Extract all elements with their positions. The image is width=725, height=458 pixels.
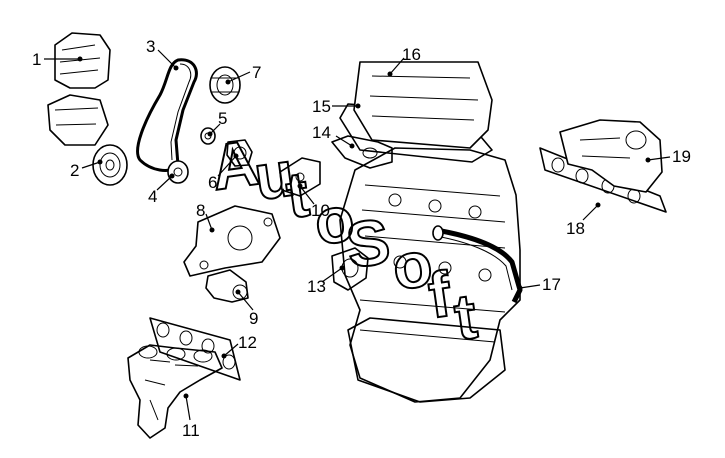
part-10-bracket bbox=[279, 157, 321, 197]
engine-block bbox=[339, 147, 521, 403]
watermark-letter: S bbox=[342, 205, 394, 282]
callout-14: 14 bbox=[312, 123, 331, 142]
callout-6: 6 bbox=[208, 173, 217, 192]
callout-18: 18 bbox=[566, 219, 585, 238]
callout-9: 9 bbox=[249, 309, 258, 328]
callout-16: 16 bbox=[402, 45, 421, 64]
part-12-gasket bbox=[149, 317, 241, 381]
leaders bbox=[44, 49, 671, 421]
callout-10: 10 bbox=[311, 201, 330, 220]
callout-12: 12 bbox=[238, 333, 257, 352]
part-3-timing-belt bbox=[136, 58, 198, 172]
callout-7: 7 bbox=[252, 63, 261, 82]
part-14-outlet bbox=[331, 135, 393, 169]
callout-11: 11 bbox=[182, 421, 200, 440]
watermark-letter: A bbox=[207, 126, 263, 204]
callout-labels: 1 2 3 4 5 6 7 8 9 10 11 12 13 14 15 16 1… bbox=[32, 37, 691, 440]
part-16-valve-cover bbox=[353, 61, 493, 149]
part-17-water-pipe bbox=[432, 225, 523, 304]
part-1-timing-cover bbox=[47, 32, 111, 146]
part-11-exhaust-manifold bbox=[127, 344, 223, 439]
part-8-pump-housing bbox=[183, 205, 281, 277]
part-4-tensioner-pulley bbox=[167, 160, 189, 184]
callout-8: 8 bbox=[196, 201, 205, 220]
part-13-thermostat bbox=[331, 247, 369, 291]
callout-19: 19 bbox=[672, 147, 691, 166]
callout-4: 4 bbox=[148, 187, 157, 206]
callout-1: 1 bbox=[32, 50, 41, 69]
callout-13: 13 bbox=[307, 277, 326, 296]
part-19-intake-manifold bbox=[559, 119, 663, 193]
part-2-crank-pulley bbox=[92, 144, 128, 186]
callout-15: 15 bbox=[312, 97, 331, 116]
callout-2: 2 bbox=[70, 161, 79, 180]
callout-17: 17 bbox=[542, 275, 561, 294]
watermark-letter: t bbox=[450, 280, 481, 354]
part-7-cam-pulley bbox=[209, 66, 241, 104]
callout-3: 3 bbox=[146, 37, 155, 56]
callout-5: 5 bbox=[218, 109, 227, 128]
